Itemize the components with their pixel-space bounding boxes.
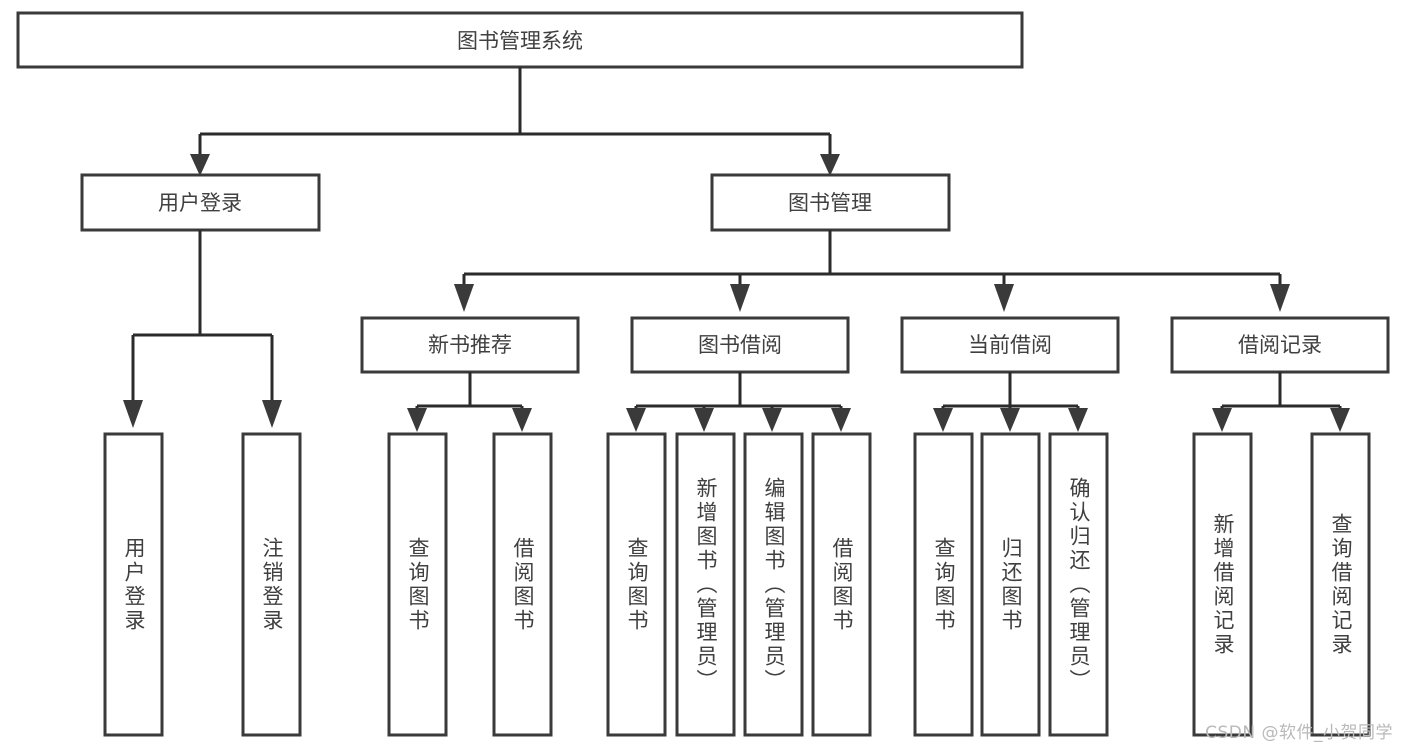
- leaf-box-br-2[interactable]: [1310, 432, 1371, 737]
- connector-book-management-to-level3: [454, 230, 1290, 312]
- connector-user-login-to-leaves: [123, 230, 282, 428]
- node-new-book-recommend[interactable]: 新书推荐: [360, 316, 580, 374]
- connector-new-book-recommend-to-leaves: [407, 372, 532, 432]
- leaf-box-user-login-1[interactable]: [103, 432, 164, 737]
- node-book-borrow[interactable]: 图书借阅: [630, 316, 850, 374]
- connector-borrow-record-to-leaves: [1212, 372, 1350, 432]
- leaf-box-bb-4[interactable]: [811, 432, 872, 737]
- arrow-head-level3-3: [994, 284, 1014, 312]
- arrow-head-nbr-2: [512, 408, 532, 432]
- node-label-book-management: 图书管理: [788, 191, 872, 215]
- arrow-head-bb-1: [626, 408, 646, 432]
- arrow-head-bb-2: [694, 408, 714, 432]
- node-root-system[interactable]: 图书管理系统: [16, 11, 1024, 69]
- arrow-head-book-manage: [820, 154, 840, 176]
- arrow-head-leaf-user-login-2: [262, 400, 282, 428]
- node-label-new-book-recommend: 新书推荐: [428, 333, 512, 357]
- leaf-box-nbr-2[interactable]: [492, 432, 553, 737]
- arrow-head-level3-2: [730, 284, 750, 312]
- connector-book-borrow-to-leaves: [626, 372, 851, 432]
- arrow-head-cb-3: [1068, 408, 1088, 432]
- node-box-root[interactable]: [16, 11, 1024, 69]
- arrow-head-level3-4: [1270, 284, 1290, 312]
- node-box-book-management[interactable]: [710, 173, 951, 232]
- node-label-book-borrow: 图书借阅: [698, 333, 782, 357]
- node-label-user-login: 用户登录: [158, 191, 242, 215]
- leaf-box-bb-1[interactable]: [606, 432, 667, 737]
- node-box-new-book-recommend[interactable]: [360, 316, 580, 374]
- leaf-box-nbr-1[interactable]: [387, 432, 448, 737]
- arrow-head-bb-4: [831, 408, 851, 432]
- leaf-box-cb-3[interactable]: [1048, 432, 1109, 737]
- arrow-head-br-1: [1212, 408, 1232, 432]
- csdn-watermark: CSDN @软件_小贺同学: [1205, 723, 1393, 743]
- leaf-box-cb-2[interactable]: [980, 432, 1041, 737]
- node-current-borrow[interactable]: 当前借阅: [900, 316, 1120, 374]
- arrow-head-cb-1: [933, 408, 953, 432]
- node-label-root: 图书管理系统: [457, 29, 583, 53]
- arrow-head-user-login: [190, 154, 210, 176]
- leaf-box-bb-2[interactable]: [675, 432, 736, 737]
- arrow-head-br-2: [1330, 408, 1350, 432]
- connector-root-to-level2: [190, 67, 840, 176]
- arrow-head-nbr-1: [407, 408, 427, 432]
- node-user-login[interactable]: 用户登录: [80, 173, 321, 232]
- leaf-box-cb-1[interactable]: [913, 432, 974, 737]
- node-book-management[interactable]: 图书管理: [710, 173, 951, 232]
- arrow-head-cb-2: [1000, 408, 1020, 432]
- connector-current-borrow-to-leaves: [933, 372, 1088, 432]
- node-borrow-record[interactable]: 借阅记录: [1170, 316, 1390, 374]
- node-box-book-borrow[interactable]: [630, 316, 850, 374]
- arrow-head-level3-1: [454, 284, 474, 312]
- leaf-box-br-1[interactable]: [1192, 432, 1253, 737]
- leaf-box-user-login-2[interactable]: [241, 432, 302, 737]
- node-box-borrow-record[interactable]: [1170, 316, 1390, 374]
- node-label-borrow-record: 借阅记录: [1238, 333, 1322, 357]
- leaf-box-bb-3[interactable]: [743, 432, 804, 737]
- arrow-head-leaf-user-login-1: [123, 400, 143, 428]
- node-box-current-borrow[interactable]: [900, 316, 1120, 374]
- arrow-head-bb-3: [762, 408, 782, 432]
- node-label-current-borrow: 当前借阅: [968, 333, 1052, 357]
